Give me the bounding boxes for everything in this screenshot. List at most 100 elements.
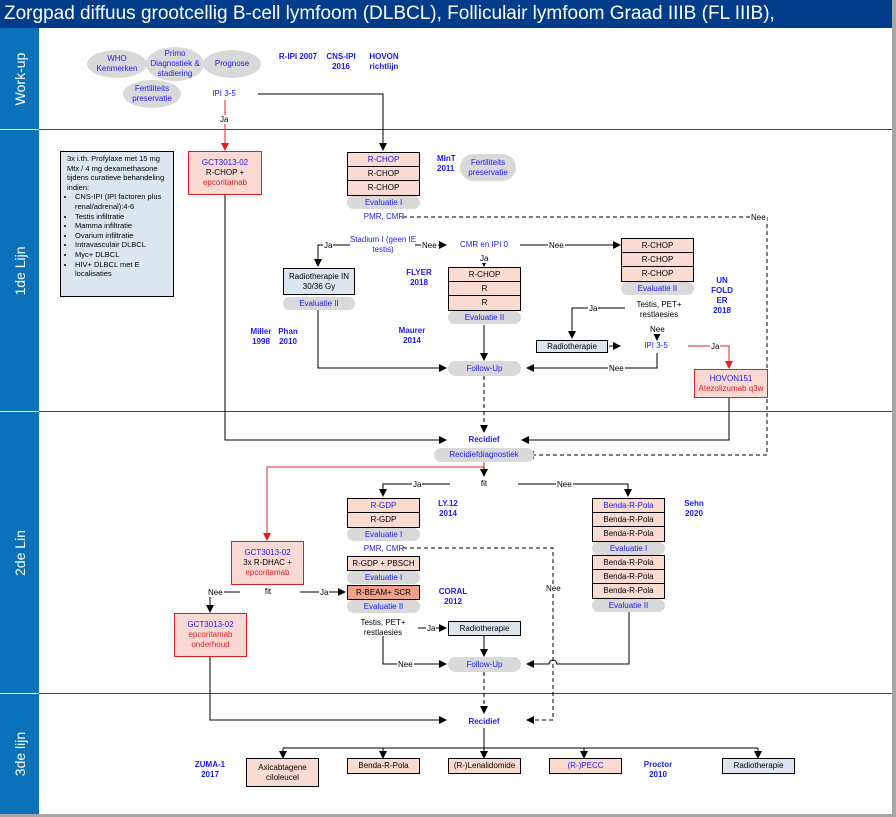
regimen: R-CHOP +: [205, 168, 245, 177]
connector: [403, 216, 768, 459]
evaluatie-1: Evaluatie I: [347, 196, 420, 209]
connector: [379, 483, 450, 497]
cycle: R-CHOP: [348, 181, 419, 195]
option-radiotherapie[interactable]: Radiotherapie: [722, 758, 795, 774]
ref-phan[interactable]: Phan 2010: [274, 325, 302, 353]
radiotherapie-box[interactable]: Radiotherapie IN 30/36 Gy: [283, 268, 355, 295]
option-benda-r-pola[interactable]: Benda-R-Pola: [347, 758, 420, 774]
follow-up-pill: Follow-Up: [448, 657, 521, 672]
ref-maurer[interactable]: Maurer 2014: [390, 324, 434, 352]
prognose-pill: Prognose: [203, 50, 261, 78]
stadium-decision: Stadium I (geen IE testis): [348, 227, 418, 263]
info-item: CNS-IPI (IPI factoren plus renal/adrenal…: [75, 192, 169, 211]
hovon151-box[interactable]: HOVON151 Atezolizumab q3w: [694, 369, 768, 398]
cycle: R-CHOP: [348, 153, 419, 167]
connector-red: [263, 462, 485, 541]
evaluatie-2: Evaluatie II: [448, 311, 521, 324]
ja-label: Ja: [710, 342, 721, 351]
nee-label: Nee: [649, 325, 666, 334]
lane-divider: [39, 693, 892, 694]
regimen: 3x R-DHAC +: [243, 558, 292, 567]
trial-id: HOVON151: [709, 373, 753, 383]
nee-label: Nee: [397, 660, 414, 669]
radiotherapie-box[interactable]: Radiotherapie: [536, 340, 608, 353]
connector: [382, 636, 447, 668]
rgdp-stack: R-GDP R-GDP: [347, 498, 420, 528]
lane-line2: 2de Lin: [0, 412, 39, 693]
trial-id: GCT3013-02: [187, 620, 234, 629]
rchop-right-stack: R-CHOP R-CHOP R-CHOP: [621, 238, 694, 282]
option-pecc[interactable]: (R-)PECC: [549, 758, 622, 774]
ref-sehn[interactable]: Sehn 2020: [679, 497, 709, 525]
ref-miller[interactable]: Miller 1998: [247, 325, 275, 353]
evaluatie-1: Evaluatie I: [592, 542, 665, 555]
ref-ripi[interactable]: R-IPI 2007: [276, 50, 320, 80]
prophylaxis-info-box: 3x i.th. Profylaxe met 15 mg Mtx / 4 mg …: [60, 151, 174, 297]
ipi-decision: IPI 3-5: [190, 87, 258, 101]
who-kenmerken-pill: WHO Kenmerken: [87, 50, 147, 78]
lane-line3: 3de lijn: [0, 694, 39, 814]
radiotherapie-box[interactable]: Radiotherapie: [448, 621, 521, 636]
ref-ly12[interactable]: LY.12 2014: [433, 497, 463, 525]
nee-label: Nee: [207, 588, 224, 597]
cycle: R-CHOP: [449, 268, 520, 282]
nee-label: Nee: [556, 480, 573, 489]
gct-rdhac-epcoritamab[interactable]: GCT3013-02 3x R-DHAC + epcoritamab: [231, 541, 304, 585]
lane-line1: 1de Lijn: [0, 130, 39, 411]
ja-label: Ja: [426, 624, 437, 633]
gct-rchop-epcoritamab[interactable]: GCT3013-02 R-CHOP + epcoritamab: [188, 151, 262, 195]
cycle: R-GDP: [348, 499, 419, 513]
gct-epcoritamab-onderhoud[interactable]: GCT3013-02 epcoritamab onderhoud: [174, 613, 247, 657]
info-item: Mamma infiltratie: [75, 221, 169, 231]
ref-flyer[interactable]: FLYER 2018: [404, 266, 434, 296]
ref-coral[interactable]: CORAL 2012: [433, 585, 473, 615]
benda-stack-1: Benda-R-Pola Benda-R-Pola Benda-R-Pola: [592, 498, 665, 542]
fit-decision: fit: [450, 477, 518, 491]
info-item: Ovarium infiltratie: [75, 231, 169, 241]
pmr-cmr-decision: PMR, CMR: [345, 543, 423, 554]
evaluatie-2: Evaluatie II: [621, 282, 694, 295]
cycle: Benda-R-Pola: [593, 499, 664, 513]
trial-id: GCT3013-02: [244, 548, 291, 557]
connector: [258, 93, 387, 151]
info-item: Myc+ DLBCL: [75, 250, 169, 260]
drug: Atezolizumab q3w: [698, 383, 764, 393]
follow-up-pill: Follow-Up: [448, 361, 521, 376]
window-edge: [0, 814, 896, 817]
cycle: R-CHOP: [348, 167, 419, 181]
connector-red: [688, 345, 733, 369]
pmr-cmr-decision: PMR, CMR: [345, 211, 423, 223]
connector: [568, 307, 625, 339]
rgdp-pbsch-box[interactable]: R-GDP + PBSCH: [347, 556, 420, 571]
cycle: R-CHOP: [622, 239, 693, 253]
rchop-r-stack: R-CHOP R R: [448, 267, 521, 311]
option-axicabtagene[interactable]: Axicabtagene ciloleucel: [246, 758, 319, 787]
info-item: HIV+ DLBCL met E localisaties: [75, 260, 169, 279]
evaluatie-2: Evaluatie II: [592, 599, 665, 612]
fertiliteits-pill: Fertiliteits preservatie: [123, 80, 181, 108]
cmr-ipi0-decision: CMR en IPI 0: [448, 238, 520, 252]
nee-label: Nee: [421, 241, 438, 250]
ref-hovon[interactable]: HOVON richtlijn: [362, 50, 406, 80]
nee-label: Nee: [608, 364, 625, 373]
ja-label: Ja: [479, 254, 490, 263]
connector: [314, 244, 350, 267]
ref-proctor[interactable]: Proctor 2010: [636, 758, 680, 786]
trial-id: GCT3013-02: [201, 158, 249, 167]
rchop-stack: R-CHOP R-CHOP R-CHOP: [347, 152, 420, 196]
lane-divider: [39, 411, 892, 412]
option-lenalidomide[interactable]: (R-)Lenalidomide: [448, 758, 521, 774]
info-item: Intravasculair DLBCL: [75, 240, 169, 250]
cycle: R: [449, 296, 520, 310]
cycle: Benda-R-Pola: [593, 570, 664, 584]
info-list: CNS-IPI (IPI factoren plus renal/adrenal…: [67, 192, 169, 278]
ipi-decision: IPI 3-5: [622, 340, 690, 352]
rbeam-scr-box[interactable]: R-BEAM+ SCR: [347, 585, 420, 600]
ref-cnsipi[interactable]: CNS-IPI 2016: [319, 50, 363, 80]
ref-zuma[interactable]: ZUMA-1 2017: [188, 758, 232, 786]
ref-unfolder[interactable]: UN FOLD ER 2018: [707, 274, 737, 322]
drug: epcoritamab: [188, 630, 233, 639]
fit-decision: fit: [234, 585, 302, 599]
